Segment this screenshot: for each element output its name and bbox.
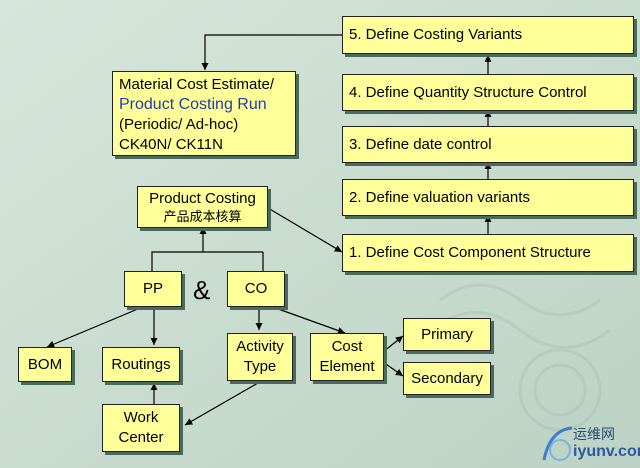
pp-box: PP: [124, 271, 182, 307]
product-costing-title: Product Costing: [149, 190, 256, 207]
step5-box: 5. Define Costing Variants: [342, 16, 634, 54]
watermark-logo-icon: [542, 426, 573, 461]
co-box: CO: [227, 271, 285, 307]
material-cost-line4: CK40N/ CK11N: [119, 136, 223, 153]
step3-label: 3. Define date control: [349, 135, 492, 153]
cost-element-line2: Element: [319, 358, 375, 375]
material-cost-box: Material Cost Estimate/ Product Costing …: [112, 71, 296, 156]
secondary-label: Secondary: [411, 369, 483, 387]
bom-box: BOM: [18, 347, 72, 382]
secondary-box: Secondary: [403, 362, 491, 395]
material-cost-line3: (Periodic/ Ad-hoc): [119, 116, 239, 133]
step3-box: 3. Define date control: [342, 126, 634, 163]
watermark-chinese: 运维网: [573, 426, 615, 442]
step2-label: 2. Define valuation variants: [349, 188, 530, 206]
step1-label: 1. Define Cost Component Structure: [349, 244, 591, 261]
work-center-box: Work Center: [102, 404, 180, 452]
step5-label: 5. Define Costing Variants: [349, 26, 523, 43]
product-costing-chinese: 产品成本核算: [163, 209, 242, 224]
bom-label: BOM: [27, 355, 63, 373]
primary-box: Primary: [403, 318, 491, 351]
step4-box: 4. Define Quantity Structure Control: [342, 74, 634, 111]
routings-label: Routings: [111, 355, 171, 373]
work-center-line2: Center: [118, 429, 164, 446]
cost-element-line1: Cost: [331, 338, 363, 355]
pp-label: PP: [142, 280, 163, 297]
cost-element-box: Cost Element: [310, 333, 384, 381]
routings-box: Routings: [102, 347, 180, 382]
primary-label: Primary: [421, 325, 473, 343]
watermark-url: iyunv.com: [573, 443, 640, 460]
activity-type-line1: Activity: [236, 338, 284, 355]
work-center-line1: Work: [123, 409, 159, 426]
step1-box: 1. Define Cost Component Structure: [342, 234, 634, 272]
ampersand: &: [193, 275, 211, 305]
co-label: CO: [244, 280, 268, 297]
activity-type-line2: Type: [243, 358, 277, 375]
step2-box: 2. Define valuation variants: [342, 179, 634, 216]
activity-type-box: Activity Type: [227, 333, 293, 381]
material-cost-line1: Material Cost Estimate/: [119, 76, 275, 93]
product-costing-run-label: Product Costing Run: [119, 96, 267, 113]
product-costing-box: Product Costing 产品成本核算: [137, 186, 268, 228]
step4-label: 4. Define Quantity Structure Control: [349, 83, 587, 101]
connector-lines: [46, 34, 492, 426]
